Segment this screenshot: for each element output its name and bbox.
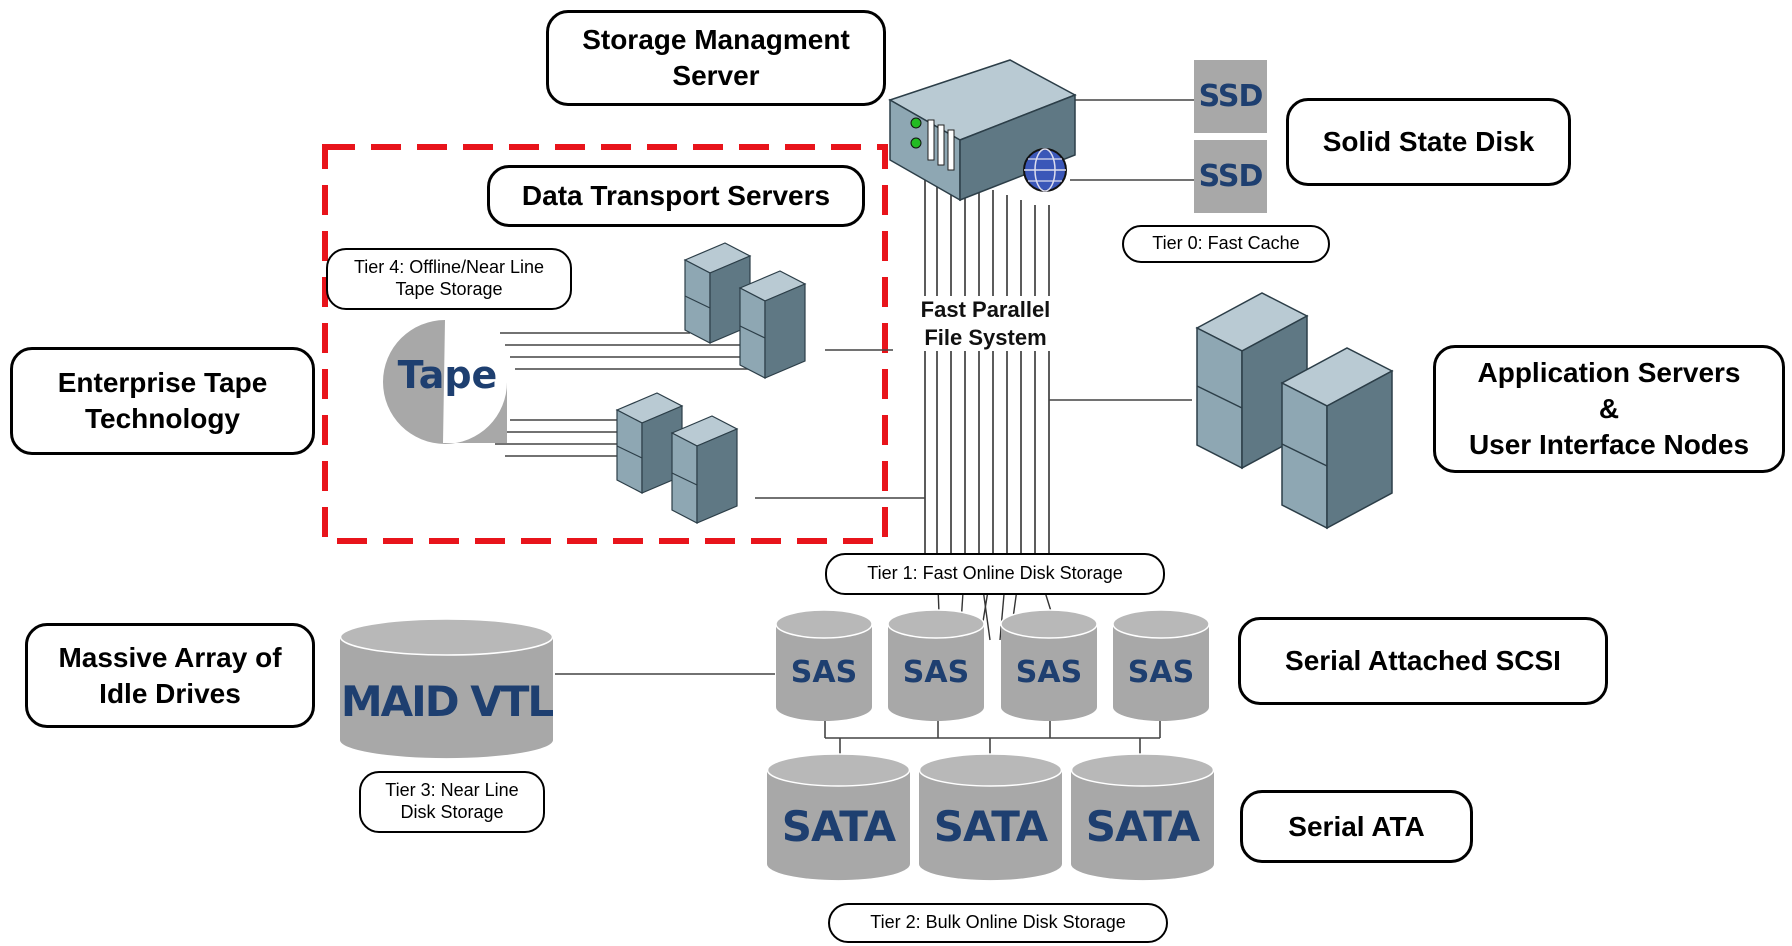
disk-cylinder-icon bbox=[1000, 609, 1098, 721]
data-transport-server-cluster-upper-icon bbox=[683, 242, 807, 379]
serial-ata-callout: Serial ATA bbox=[1240, 790, 1473, 863]
disk-cylinder-icon bbox=[887, 609, 985, 721]
sas-label: SAS bbox=[1127, 655, 1195, 690]
ssd-device: SSD bbox=[1194, 60, 1267, 133]
sata-disk: SATA bbox=[918, 752, 1063, 882]
disk-cylinder-icon bbox=[918, 753, 1063, 881]
sas-label: SAS bbox=[790, 655, 858, 690]
disk-cylinder-icon bbox=[339, 618, 554, 759]
storage-management-server-icon bbox=[888, 59, 1077, 202]
sata-label: SATA bbox=[933, 802, 1048, 851]
disk-cylinder-icon bbox=[1070, 753, 1215, 881]
tape-label: Tape bbox=[397, 353, 498, 397]
tier2-label: Tier 2: Bulk Online Disk Storage bbox=[828, 903, 1168, 943]
sas-disk: SAS bbox=[887, 608, 985, 723]
tier1-label: Tier 1: Fast Online Disk Storage bbox=[825, 553, 1165, 595]
sas-disk: SAS bbox=[1112, 608, 1210, 723]
tier4-zone-border bbox=[322, 144, 888, 544]
tape-device: Tape bbox=[375, 315, 520, 445]
enterprise-tape-technology-callout: Enterprise Tape Technology bbox=[10, 347, 315, 455]
sas-disk: SAS bbox=[1000, 608, 1098, 723]
ssd-device: SSD bbox=[1194, 140, 1267, 213]
sata-disk: SATA bbox=[1070, 752, 1215, 882]
sata-disk: SATA bbox=[766, 752, 911, 882]
application-server-cluster-icon bbox=[1195, 292, 1394, 530]
serial-attached-scsi-callout: Serial Attached SCSI bbox=[1238, 617, 1608, 705]
tier0-label: Tier 0: Fast Cache bbox=[1122, 225, 1330, 263]
fast-parallel-file-system-label: Fast Parallel File System bbox=[893, 296, 1078, 351]
tier3-label: Tier 3: Near Line Disk Storage bbox=[359, 771, 545, 833]
sata-label: SATA bbox=[1085, 802, 1200, 851]
data-transport-servers-callout: Data Transport Servers bbox=[487, 165, 865, 227]
sata-label: SATA bbox=[781, 802, 896, 851]
disk-cylinder-icon bbox=[766, 753, 911, 881]
data-transport-server-cluster-lower-icon bbox=[615, 392, 739, 524]
tape-reel-icon bbox=[383, 320, 507, 444]
sas-label: SAS bbox=[902, 655, 970, 690]
solid-state-disk-callout: Solid State Disk bbox=[1286, 98, 1571, 186]
tier4-label: Tier 4: Offline/Near Line Tape Storage bbox=[326, 248, 572, 310]
storage-management-server-callout: Storage Managment Server bbox=[546, 10, 886, 106]
disk-cylinder-icon bbox=[1112, 609, 1210, 721]
disk-cylinder-icon bbox=[775, 609, 873, 721]
maid-vtl-device: MAID VTL bbox=[338, 617, 555, 760]
globe-icon bbox=[1023, 148, 1067, 192]
sas-label: SAS bbox=[1015, 655, 1083, 690]
sas-disk: SAS bbox=[775, 608, 873, 723]
application-servers-callout: Application Servers & User Interface Nod… bbox=[1433, 345, 1785, 473]
massive-array-idle-drives-callout: Massive Array of Idle Drives bbox=[25, 623, 315, 728]
maid-vtl-label: MAID VTL bbox=[340, 677, 554, 726]
